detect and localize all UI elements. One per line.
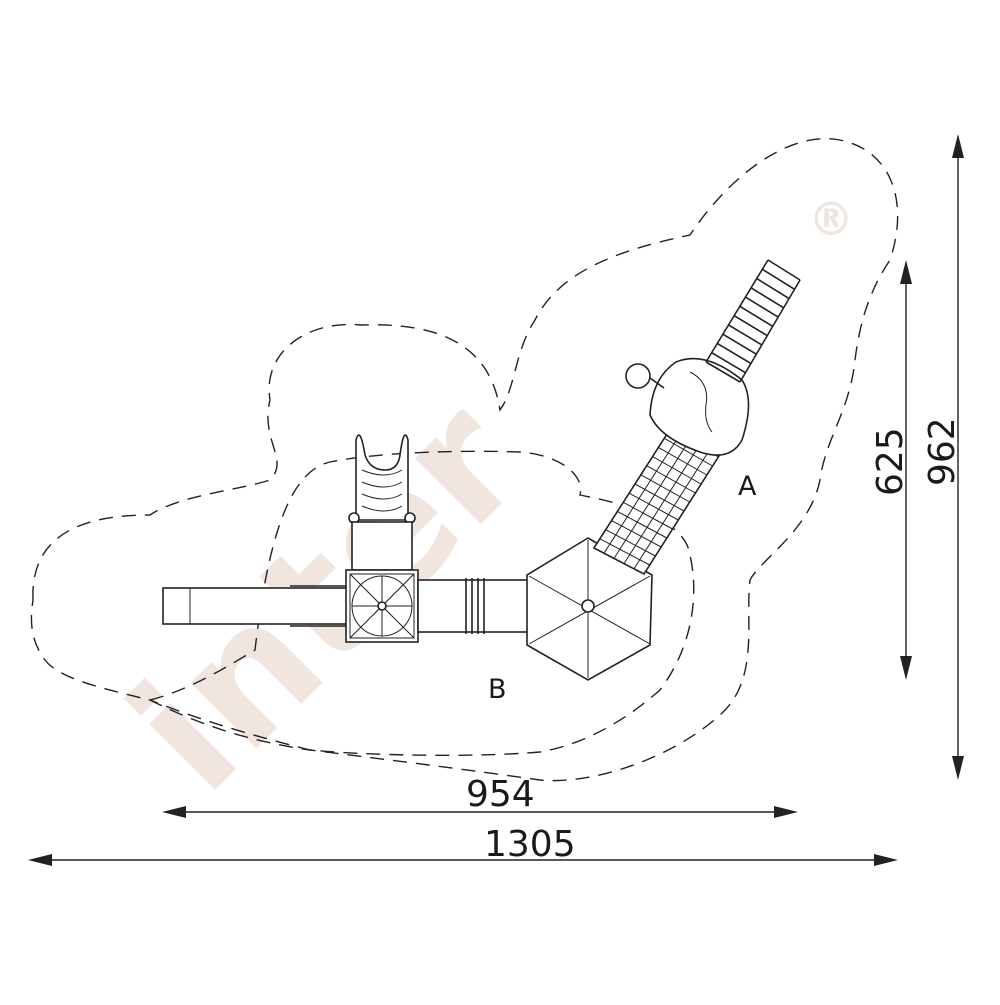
ladder-rung [745,296,779,318]
ladder-rung [733,314,768,337]
dimension-width-total: 1305 [28,824,898,866]
ladder-rung [756,277,790,300]
capsule-platform [625,357,750,456]
net-rope [658,446,708,476]
ladder [705,259,801,383]
net-rope [640,474,690,503]
net-rope [623,436,706,564]
zone-b-label: B [488,674,507,705]
top-slide [348,434,416,571]
ladder-rung [767,259,801,281]
watermark-registered-mark: ® [808,192,854,246]
center-bridge [417,578,529,634]
net-rope [646,465,696,494]
net-rope [617,510,668,539]
ladder-rung [728,324,763,346]
left-bridge [162,585,349,627]
dimension-width-inner: 954 [162,774,798,818]
square-tower [345,569,419,643]
net-rope [623,501,673,530]
ladder-rung [761,268,795,290]
ladder-rung [716,342,752,365]
net-rope [664,437,713,467]
dimension-height-total-label: 962 [922,417,963,486]
ladder-rung [711,352,746,374]
ladder-rung [750,287,785,309]
dimension-height-inner-label: 625 [870,427,911,496]
zone-a-label: A [738,471,757,502]
net-rope [634,483,685,512]
net-rope [599,538,650,566]
dimension-width-inner-label: 954 [466,774,535,815]
dimension-height-total: 962 [922,134,964,780]
dimension-height-inner: 625 [870,260,912,680]
hexagon-tower [526,537,653,681]
net-rope [611,520,662,548]
safety-zone-a-outline [30,138,899,782]
net-rope [652,456,702,485]
net-rope [628,492,679,521]
net-rope [633,442,715,570]
climbing-net [592,418,726,576]
ladder-rung [739,305,774,328]
net-rope [605,529,656,557]
ladder-rung [722,333,757,355]
net-rope [603,425,687,554]
net-rope [613,430,696,559]
dimension-width-total-label: 1305 [484,824,576,865]
ladder-rung [705,361,741,383]
